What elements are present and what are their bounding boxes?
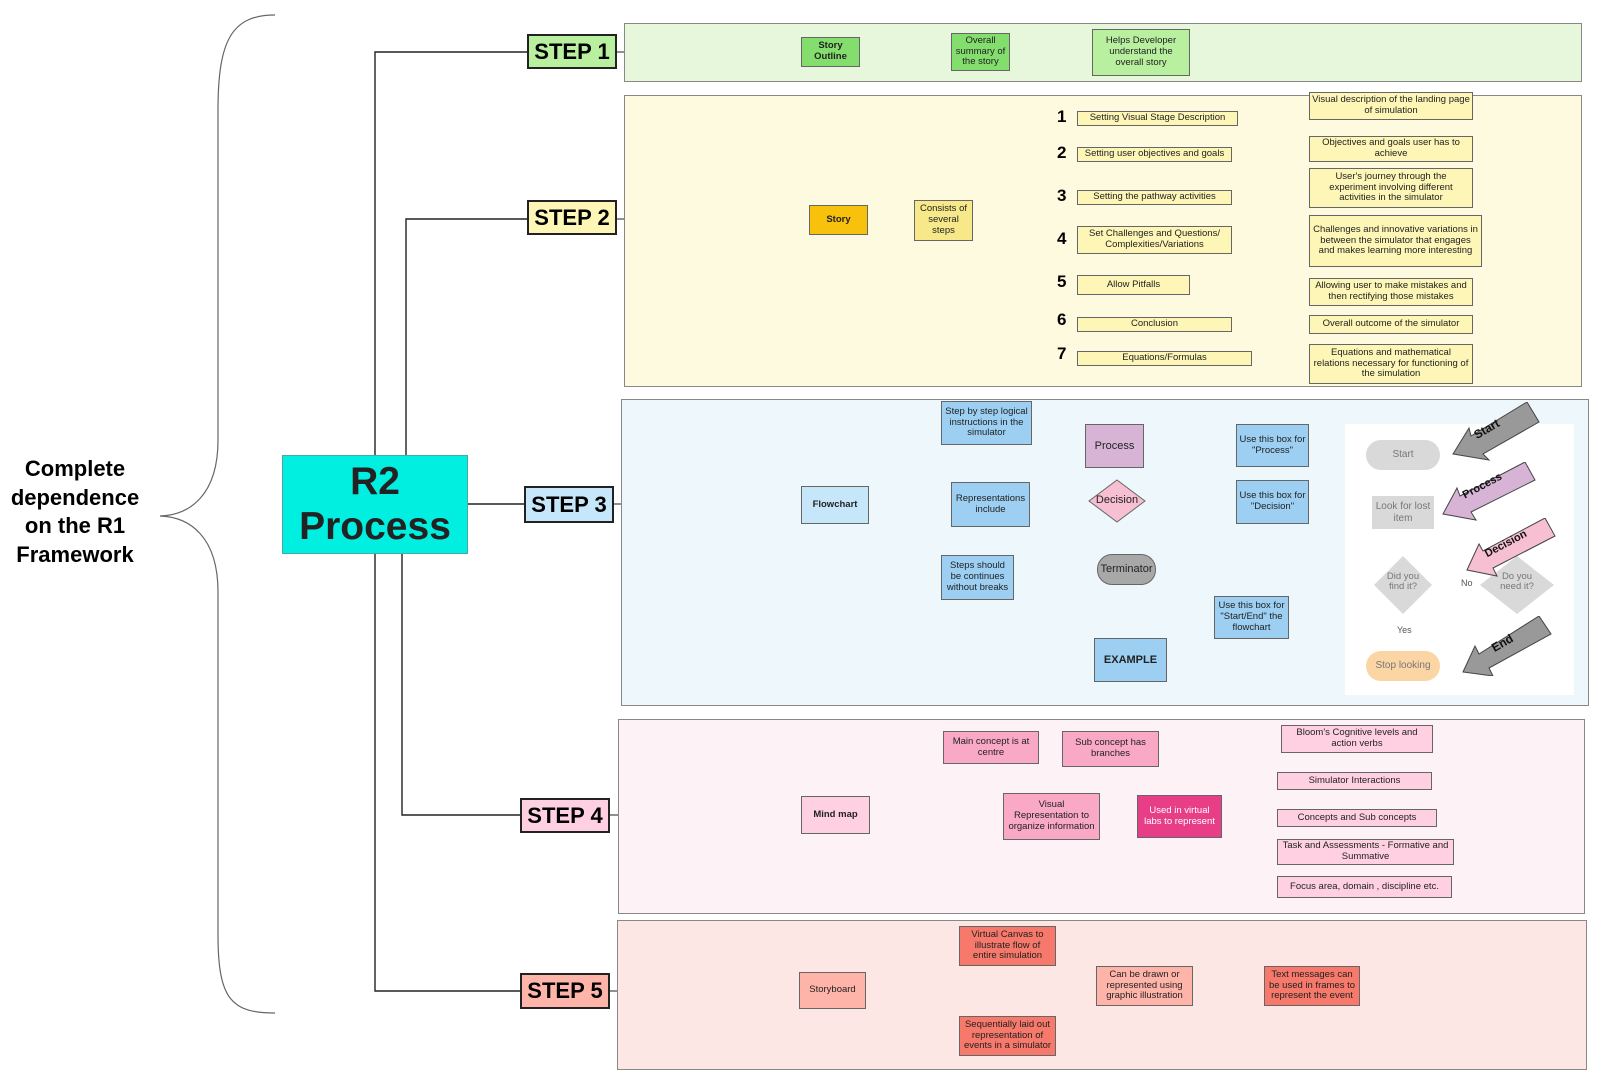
decision-diamond-icon <box>1088 479 1146 523</box>
sub-concept-node: Sub concept has branches <box>1062 731 1159 767</box>
step4-label: STEP 4 <box>520 798 610 833</box>
step-number: 6 <box>1057 310 1067 329</box>
side-label-line: Framework <box>16 541 134 567</box>
step-number: 1 <box>1057 107 1067 126</box>
step2-desc: User's journey through the experiment in… <box>1309 168 1473 208</box>
example-look: Look for lost item <box>1372 496 1434 529</box>
decision-shape: Decision <box>1088 479 1146 523</box>
step2-desc: Visual description of the landing page o… <box>1309 92 1473 120</box>
step2-desc: Allowing user to make mistakes and then … <box>1309 278 1473 306</box>
mindmap-item: Task and Assessments - Formative and Sum… <box>1277 839 1454 865</box>
step2-item: Conclusion <box>1077 317 1232 332</box>
start-pointer: Start <box>1451 402 1551 462</box>
overall-summary-node: Overall summary of the story <box>951 33 1010 71</box>
step-number: 4 <box>1057 229 1067 248</box>
storyboard-node: Storyboard <box>799 972 866 1009</box>
step1-label: STEP 1 <box>527 34 617 69</box>
step2-item: Setting Visual Stage Description <box>1077 111 1238 126</box>
side-label-line: dependence <box>10 484 140 510</box>
example-found-diamond-icon <box>1374 556 1432 614</box>
step-number: 2 <box>1057 143 1067 162</box>
virtual-canvas-node: Virtual Canvas to illustrate flow of ent… <box>959 926 1056 966</box>
text-messages-node: Text messages can be used in frames to r… <box>1264 966 1360 1006</box>
virtual-labs-node: Used in virtual labs to represent <box>1137 795 1222 838</box>
mindmap-item: Bloom's Cognitive levels and action verb… <box>1281 725 1433 753</box>
step2-item: Set Challenges and Questions/ Complexiti… <box>1077 226 1232 254</box>
example-flowchart: Start Look for lost item Did you find it… <box>1345 424 1574 695</box>
decision-pointer: Decision <box>1465 518 1565 578</box>
decision-label: Decision <box>1095 494 1139 506</box>
step-number: 7 <box>1057 344 1067 363</box>
representations-node: Representations include <box>951 482 1030 527</box>
mindmap-node: Mind map <box>801 796 870 834</box>
example-node: EXAMPLE <box>1094 638 1167 682</box>
terminator-shape: Terminator <box>1097 554 1156 585</box>
step2-desc: Objectives and goals user has to achieve <box>1309 136 1473 162</box>
end-pointer: End <box>1461 616 1561 676</box>
end-arrow-icon <box>1462 616 1552 676</box>
side-label-line: Complete <box>24 456 126 481</box>
process-arrow-icon <box>1442 462 1536 521</box>
use-decision-note: Use this box for "Decision" <box>1236 480 1309 524</box>
example-found: Did you find it? <box>1386 571 1420 593</box>
graphic-illustration-node: Can be drawn or represented using graphi… <box>1096 966 1193 1006</box>
visual-representation-node: Visual Representation to organize inform… <box>1003 793 1100 840</box>
step3-label: STEP 3 <box>524 486 614 523</box>
example-start: Start <box>1366 440 1440 470</box>
step-number: 5 <box>1057 272 1067 291</box>
story-outline-node: Story Outline <box>801 37 860 67</box>
mindmap-item: Simulator Interactions <box>1277 772 1432 790</box>
consists-node: Consists of several steps <box>914 200 973 241</box>
step2-desc: Equations and mathematical relations nec… <box>1309 344 1473 384</box>
mindmap-item: Concepts and Sub concepts <box>1277 809 1437 827</box>
mindmap-item: Focus area, domain , discipline etc. <box>1277 876 1452 898</box>
start-arrow-icon <box>1452 402 1540 461</box>
step2-desc: Challenges and innovative variations in … <box>1309 215 1482 267</box>
story-node: Story <box>809 205 868 235</box>
center-title-line2: Process <box>299 504 451 548</box>
decision-arrow-icon <box>1466 518 1556 577</box>
example-no-label: No <box>1461 578 1473 588</box>
step5-label: STEP 5 <box>520 973 610 1009</box>
sequential-node: Sequentially laid out representation of … <box>959 1016 1056 1056</box>
use-process-note: Use this box for "Process" <box>1236 424 1309 467</box>
use-terminator-note: Use this box for "Start/End" the flowcha… <box>1214 596 1289 639</box>
r2-process-node: R2 Process <box>282 455 468 554</box>
step2-desc: Overall outcome of the simulator <box>1309 315 1473 334</box>
flowchart-node: Flowchart <box>801 486 869 524</box>
side-label-line: on the R1 <box>24 513 126 539</box>
side-label: Complete dependence on the R1 Framework <box>0 455 150 569</box>
step2-item: Equations/Formulas <box>1077 351 1252 366</box>
example-stop: Stop looking <box>1366 651 1440 681</box>
step2-item: Setting the pathway activities <box>1077 190 1232 205</box>
helps-developer-node: Helps Developer understand the overall s… <box>1092 29 1190 76</box>
example-need: Do you need it? <box>1500 571 1534 593</box>
process-pointer: Process <box>1441 462 1541 522</box>
instructions-node: Step by step logical instructions in the… <box>941 401 1032 445</box>
example-yes-label: Yes <box>1397 625 1412 635</box>
example-need-diamond-icon <box>1480 556 1554 614</box>
center-title-line1: R2 <box>350 459 400 503</box>
step2-item: Setting user objectives and goals <box>1077 147 1232 162</box>
process-shape: Process <box>1085 424 1144 468</box>
step-number: 3 <box>1057 186 1067 205</box>
main-concept-node: Main concept is at centre <box>943 731 1039 764</box>
continues-node: Steps should be continues without breaks <box>941 555 1014 600</box>
step2-label: STEP 2 <box>527 200 617 235</box>
step2-item: Allow Pitfalls <box>1077 275 1190 295</box>
